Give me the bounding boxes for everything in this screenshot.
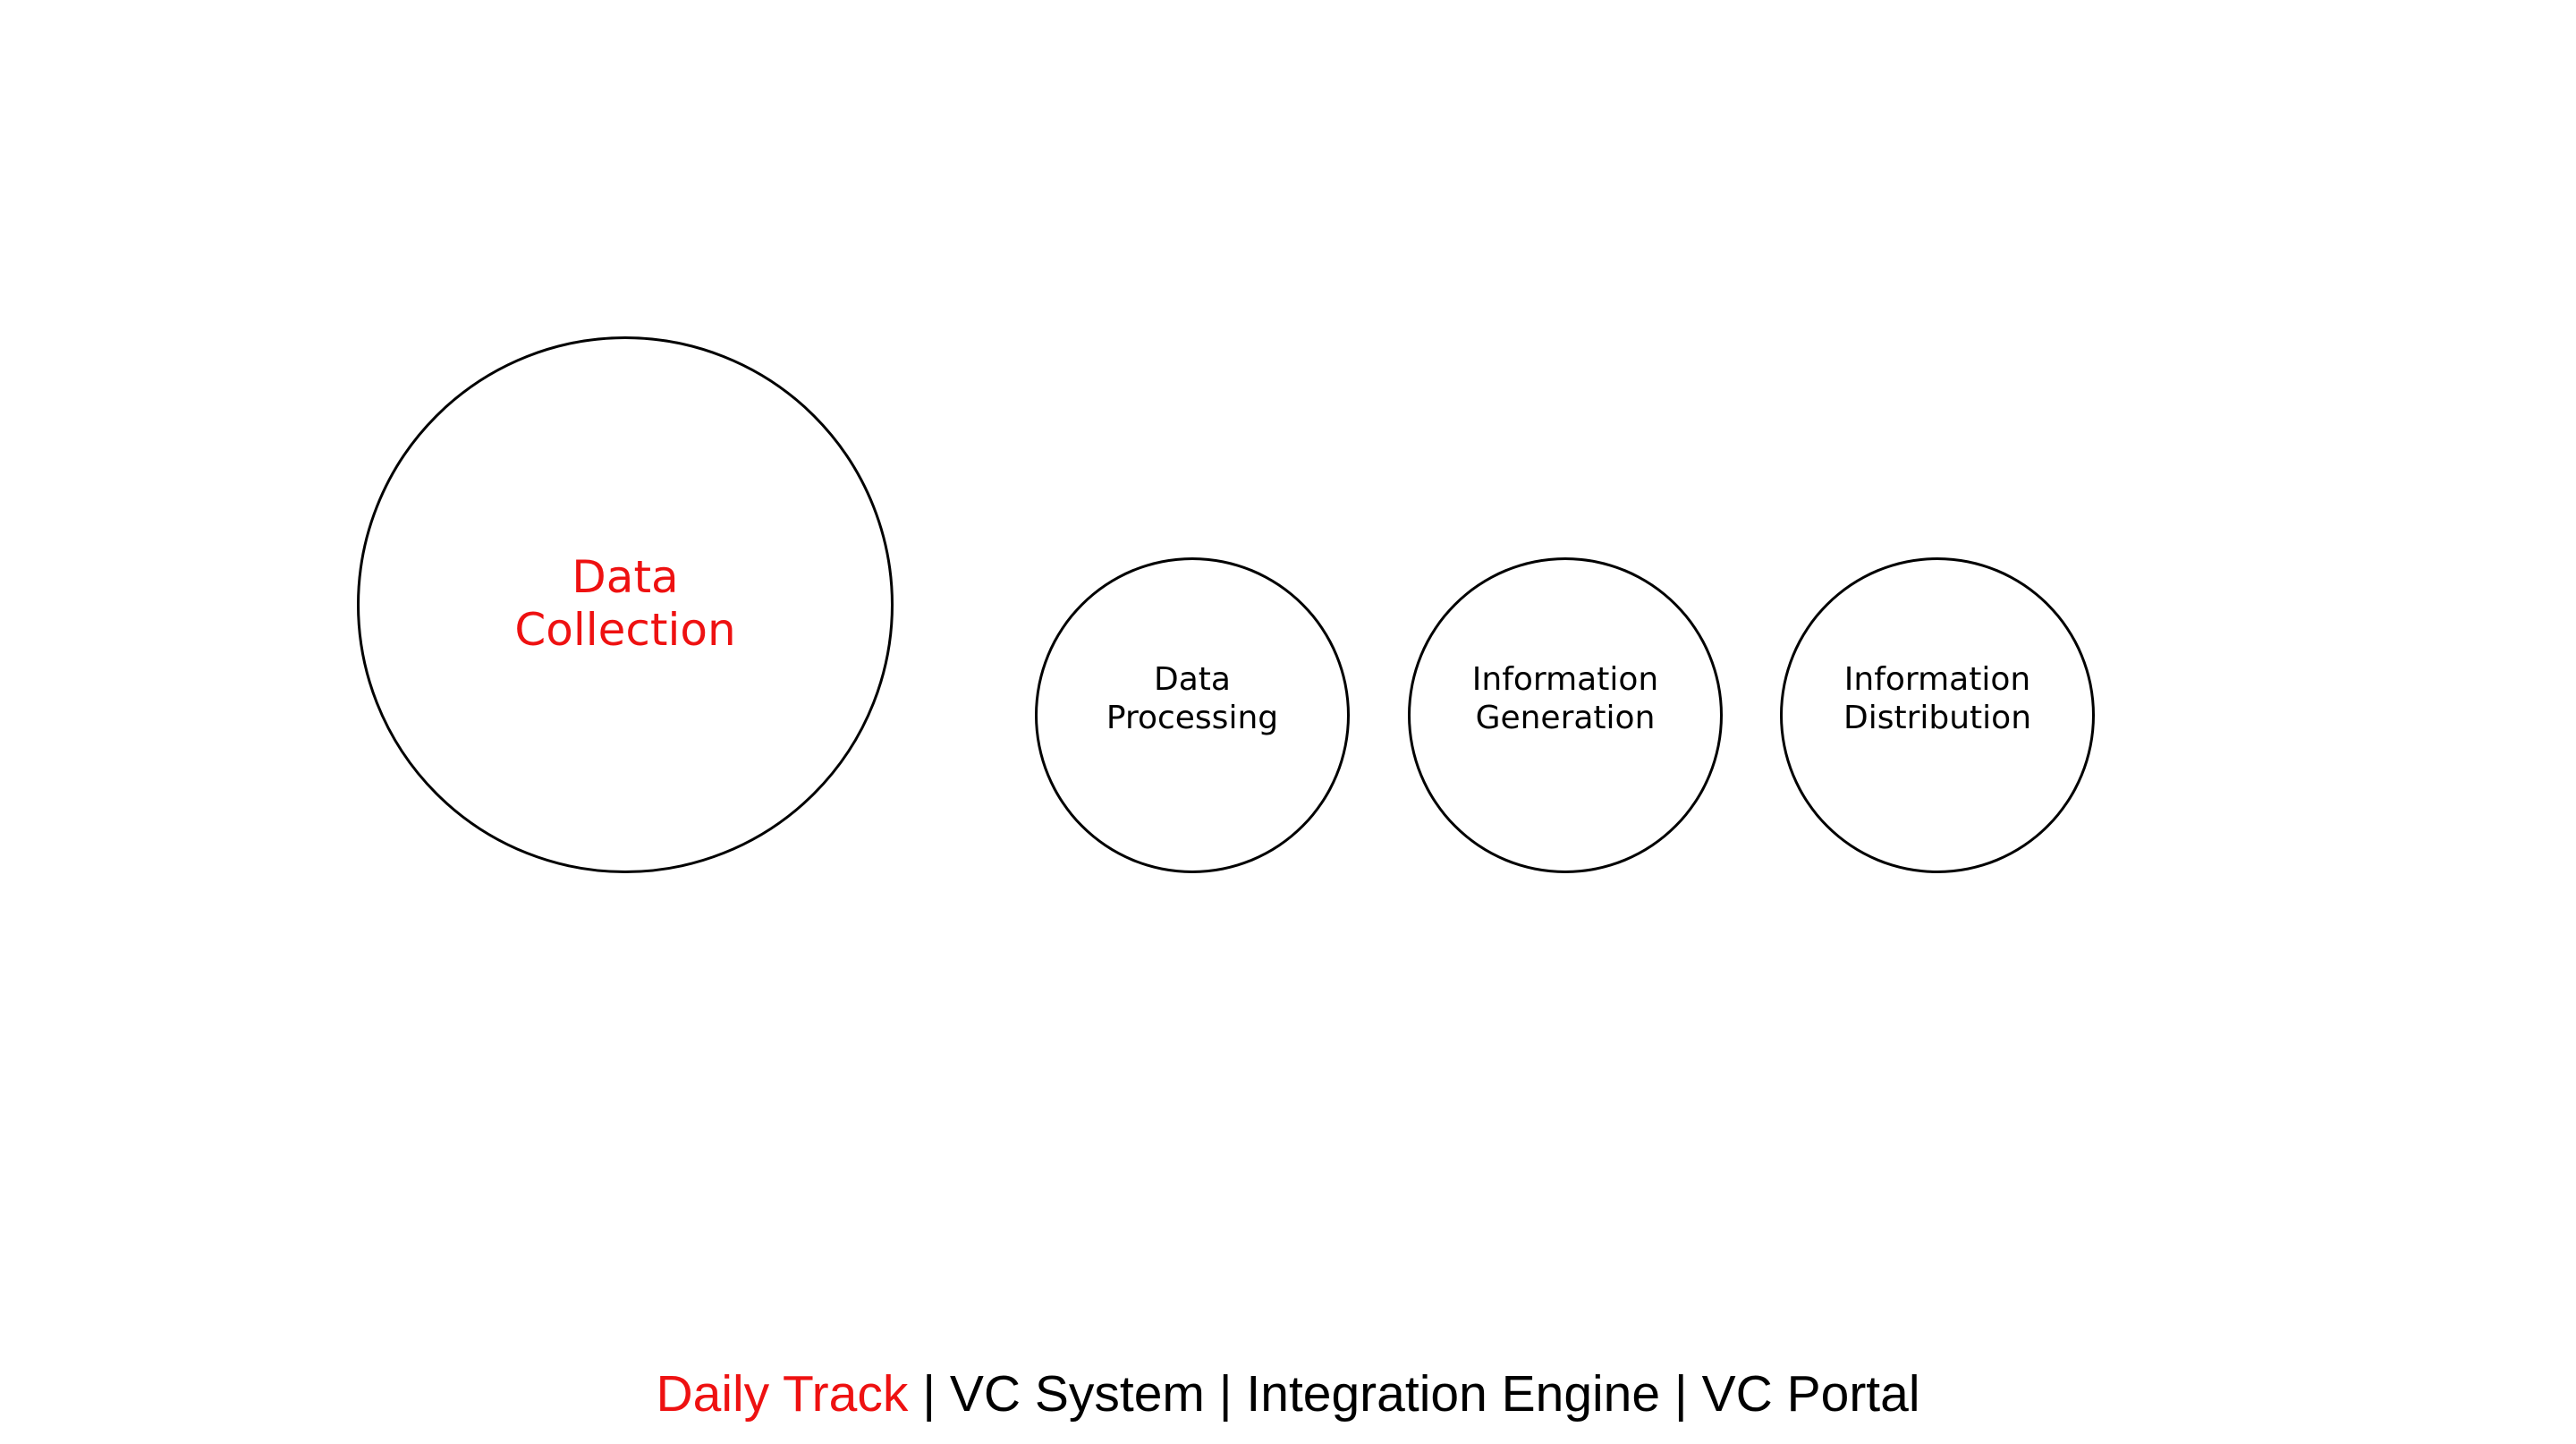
stage-label-line2: Generation (1475, 699, 1656, 736)
stage-label-line2: Processing (1106, 699, 1279, 736)
footer-separator: | (908, 1365, 950, 1423)
stage-label-line1: Data (1154, 661, 1231, 699)
stage-data-processing: Data Processing (1035, 557, 1350, 873)
stage-label: Information Distribution (1843, 661, 2031, 737)
footer-item-daily-track: Daily Track (656, 1365, 909, 1423)
stage-label: Data Collection (514, 551, 735, 657)
footer-item-vc-portal: VC Portal (1701, 1365, 1920, 1423)
footer-separator: | (1204, 1365, 1247, 1423)
stage-label-line1: Information (1843, 661, 2031, 699)
stage-data-collection: Data Collection (357, 336, 894, 873)
footer-separator: | (1660, 1365, 1702, 1423)
stage-label-line1: Data (572, 551, 679, 603)
stage-label: Data Processing (1106, 661, 1278, 737)
stage-label-line2: Distribution (1843, 699, 2032, 736)
stage-information-generation: Information Generation (1408, 557, 1723, 873)
footer-item-vc-system: VC System (949, 1365, 1205, 1423)
footer-item-integration-engine: Integration Engine (1246, 1365, 1661, 1423)
stage-label: Information Generation (1472, 661, 1658, 737)
stage-information-distribution: Information Distribution (1780, 557, 2095, 873)
stage-label-line2: Collection (514, 604, 736, 656)
stage-label-line1: Information (1471, 661, 1659, 699)
footer-product-nav: Daily Track | VC System | Integration En… (0, 1369, 2576, 1420)
